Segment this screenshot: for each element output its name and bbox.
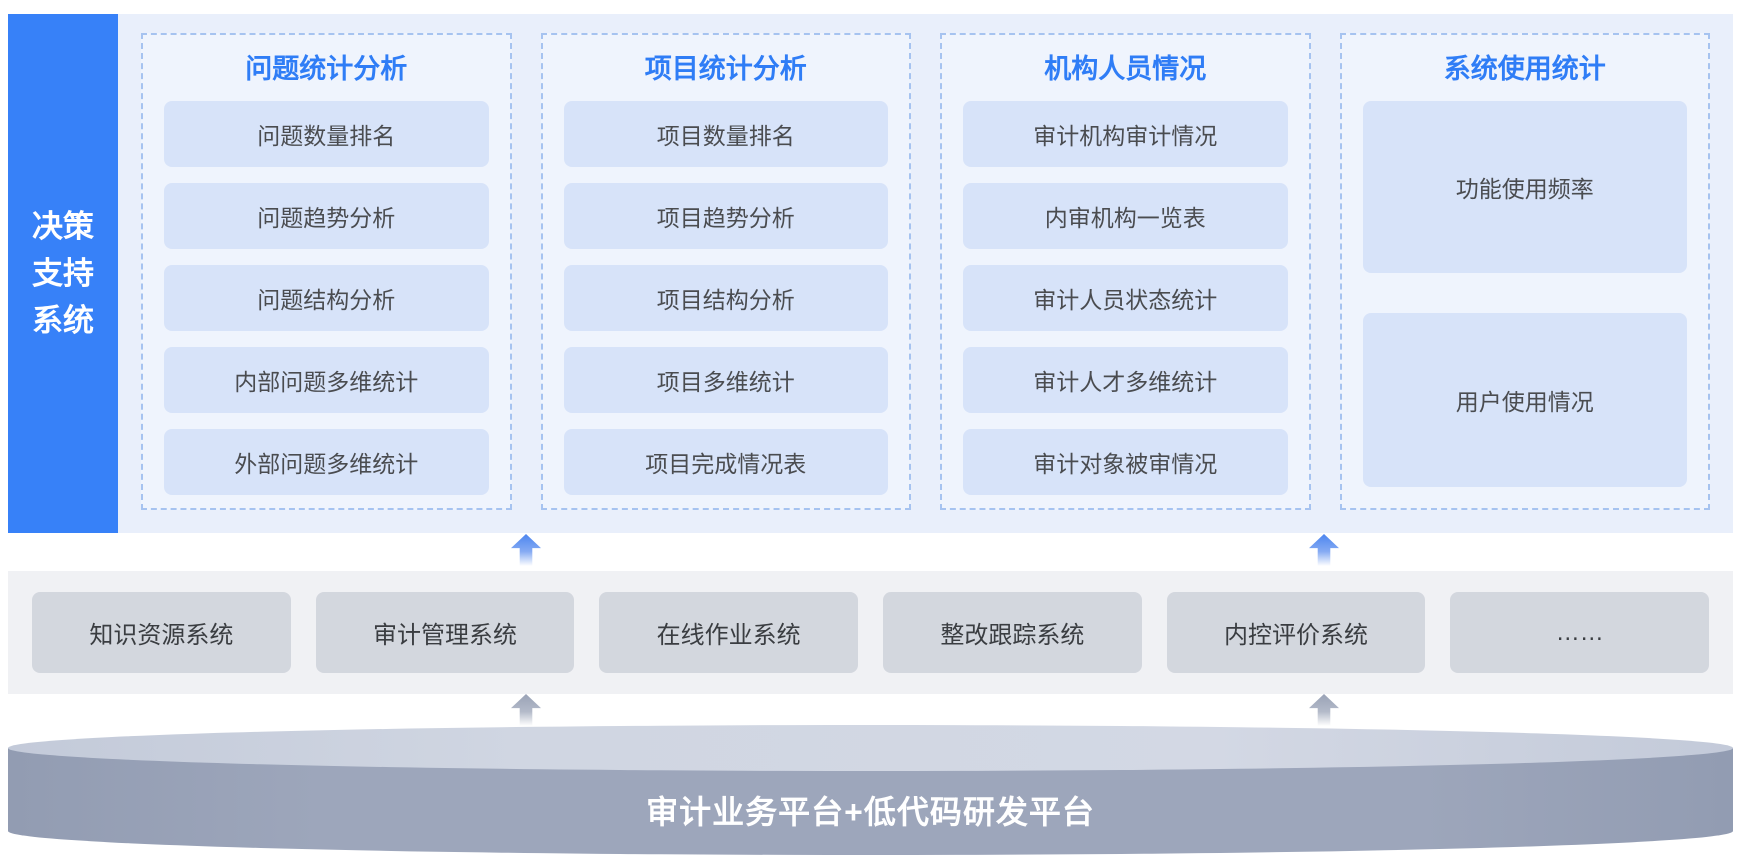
sidebar-line: 支持 [32, 256, 94, 291]
module-box: 功能使用频率 [1362, 101, 1687, 273]
up-arrow-icon [1309, 694, 1339, 726]
module-box: 审计人员状态统计 [963, 265, 1288, 331]
column-problem-stats: 问题统计分析 问题数量排名 问题趋势分析 问题结构分析 内部问题多维统计 外部问… [141, 33, 512, 510]
up-arrow-icon [511, 694, 541, 726]
module-box: 项目数量排名 [563, 101, 888, 167]
system-box: 审计管理系统 [315, 592, 575, 673]
module-box: 问题数量排名 [164, 101, 489, 167]
system-box-ellipsis: …… [1450, 592, 1710, 673]
module-box: 问题趋势分析 [164, 183, 489, 249]
module-box: 内审机构一览表 [963, 183, 1288, 249]
module-box: 项目趋势分析 [563, 183, 888, 249]
module-box: 外部问题多维统计 [164, 429, 489, 495]
sidebar-line: 决策 [32, 209, 94, 244]
panel-columns: 问题统计分析 问题数量排名 问题趋势分析 问题结构分析 内部问题多维统计 外部问… [118, 14, 1733, 533]
systems-row: 知识资源系统 审计管理系统 在线作业系统 整改跟踪系统 内控评价系统 …… [8, 571, 1733, 694]
platform-cylinder: 审计业务平台+低代码研发平台 [8, 725, 1733, 855]
platform-label: 审计业务平台+低代码研发平台 [646, 794, 1095, 830]
sidebar-line: 系统 [32, 303, 94, 338]
column-title: 项目统计分析 [644, 54, 807, 84]
column-title: 问题统计分析 [245, 54, 408, 84]
module-box: 问题结构分析 [164, 265, 489, 331]
cylinder-top-face [8, 725, 1733, 771]
module-box: 内部问题多维统计 [164, 347, 489, 413]
module-box: 审计机构审计情况 [963, 101, 1288, 167]
column-org-personnel: 机构人员情况 审计机构审计情况 内审机构一览表 审计人员状态统计 审计人才多维统… [940, 33, 1311, 510]
column-system-usage: 系统使用统计 功能使用频率 用户使用情况 [1339, 33, 1710, 510]
system-box: 在线作业系统 [599, 592, 859, 673]
module-box: 项目多维统计 [563, 347, 888, 413]
module-box: 项目结构分析 [563, 265, 888, 331]
column-project-stats: 项目统计分析 项目数量排名 项目趋势分析 项目结构分析 项目多维统计 项目完成情… [540, 33, 911, 510]
module-box: 审计对象被审情况 [963, 429, 1288, 495]
decision-support-panel: 决策 支持 系统 问题统计分析 问题数量排名 问题趋势分析 问题结构分析 内部问… [8, 14, 1733, 533]
module-box: 用户使用情况 [1362, 313, 1687, 487]
system-box: 整改跟踪系统 [883, 592, 1142, 673]
module-box: 项目完成情况表 [563, 429, 888, 495]
column-title: 系统使用统计 [1443, 54, 1606, 84]
up-arrow-icon [1309, 534, 1339, 566]
system-box: 内控评价系统 [1166, 592, 1426, 673]
decision-support-sidebar: 决策 支持 系统 [8, 14, 118, 533]
up-arrow-icon [511, 534, 541, 566]
column-title: 机构人员情况 [1044, 54, 1207, 84]
system-box: 知识资源系统 [32, 592, 291, 673]
module-box: 审计人才多维统计 [963, 347, 1288, 413]
